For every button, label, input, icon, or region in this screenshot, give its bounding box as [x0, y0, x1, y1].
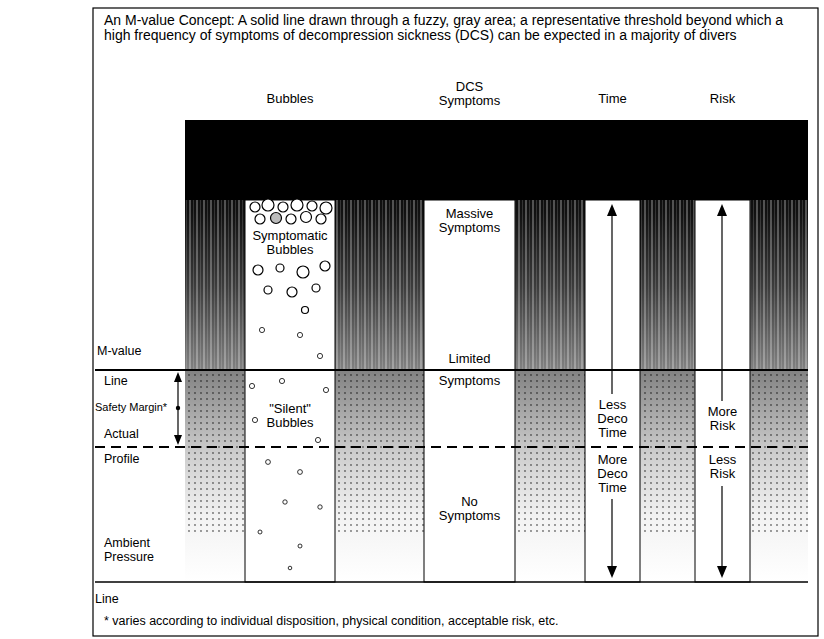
white-columns-part: [424, 200, 515, 582]
silent-bubbles-part: [318, 505, 322, 509]
symptomatic-bubbles-part: [287, 287, 297, 297]
time-arrows-part: [611, 499, 612, 568]
silent-bubbles-part: [298, 544, 302, 548]
line-label: M-value: [97, 344, 181, 358]
symptomatic-bubbles-part: [297, 266, 309, 278]
symptomatic-bubbles-part: [320, 261, 330, 271]
bubble-label: "Silent" Bubbles: [245, 402, 335, 430]
symptomatic-bubbles-part: [250, 202, 260, 212]
margin-label: Safety Margin*: [95, 401, 172, 413]
symptomatic-bubbles-part: [253, 265, 263, 275]
threshold-lines-part: [95, 581, 808, 583]
column-box: BubblesSymptomatic Bubbles "Silent" Bubbl…: [245, 80, 335, 582]
white-columns-part: [585, 200, 640, 582]
safety-margin-arrow-part: [174, 435, 182, 445]
time-arrows-part: [611, 214, 612, 394]
risk-arrows-part: [721, 214, 722, 401]
safety-margin-arrow-part: [174, 372, 182, 382]
silent-bubbles-part: [323, 387, 328, 392]
time-arrows: [607, 204, 617, 578]
safety-margin-arrow: [174, 372, 182, 445]
frame: [93, 8, 818, 636]
gray-fuzzy-area: [185, 120, 808, 582]
time-arrows-part: [607, 566, 617, 578]
symptomatic-bubbles-part: [307, 201, 317, 211]
risk-label: More Risk: [695, 405, 750, 433]
symptomatic-bubbles-part: [271, 213, 282, 224]
silent-bubbles-part: [249, 383, 254, 388]
symptom-label: Massive Symptoms: [424, 207, 515, 235]
risk-arrows-part: [721, 486, 722, 568]
gray-fuzzy-area-part: [185, 120, 808, 200]
symptom-label: No Symptoms: [429, 495, 510, 523]
threshold-lines-part: [95, 446, 808, 448]
symptomatic-bubbles-part: [286, 214, 296, 224]
white-columns-part: [245, 200, 335, 582]
silent-bubbles-part: [298, 470, 303, 475]
diagram-title: An M-value Concept: A solid line drawn t…: [104, 13, 804, 43]
bubble-label: Symptomatic Bubbles: [245, 229, 335, 257]
threshold-lines-part: [95, 369, 808, 371]
time-label: Less Deco Time: [585, 398, 640, 440]
time-arrows-part: [607, 204, 617, 216]
symptomatic-bubbles-part: [276, 264, 284, 272]
silent-bubbles: [249, 327, 328, 569]
column-box: RiskMore RiskLess Risk: [695, 80, 750, 582]
column-heading: Risk: [695, 92, 750, 106]
gray-fuzzy-area-part: [185, 120, 808, 582]
symptom-label: Limited: [424, 352, 515, 366]
silent-bubbles-part: [266, 460, 271, 465]
silent-bubbles-part: [279, 378, 284, 383]
silent-bubbles-part: [315, 437, 320, 442]
white-columns-part: [695, 200, 750, 582]
risk-arrows: [717, 204, 727, 578]
column-heading: Time: [585, 92, 640, 106]
risk-label: Less Risk: [695, 453, 750, 481]
symptomatic-bubbles-part: [264, 286, 272, 294]
frame-part: [93, 8, 818, 636]
symptomatic-bubbles-part: [316, 214, 326, 224]
silent-bubbles-part: [283, 500, 287, 504]
symptomatic-bubbles-part: [301, 212, 312, 223]
line-label: Actual: [104, 427, 174, 441]
symptomatic-bubbles-part: [312, 284, 320, 292]
silent-bubbles-part: [252, 417, 257, 422]
symptomatic-bubbles-part: [255, 214, 265, 224]
column-heading: Bubbles: [245, 92, 335, 106]
symptomatic-bubbles-part: [262, 199, 274, 211]
symptomatic-bubbles-part: [302, 307, 309, 314]
white-columns: [245, 200, 750, 582]
time-label: More Deco Time: [585, 453, 640, 495]
safety-margin-arrow-part: [176, 406, 180, 410]
silent-bubbles-part: [259, 327, 264, 332]
line-label: Profile: [104, 452, 174, 466]
column-box: DCS SymptomsMassive SymptomsLimitedSympt…: [424, 78, 515, 582]
line-label: Ambient Pressure: [104, 536, 166, 564]
risk-arrows-part: [717, 566, 727, 578]
silent-bubbles-part: [258, 530, 262, 534]
symptom-label: Symptoms: [424, 374, 515, 388]
silent-bubbles-part: [288, 566, 292, 570]
symptomatic-bubbles-part: [320, 202, 332, 214]
line-label: Line: [104, 374, 164, 388]
line-label: Line: [95, 592, 155, 606]
risk-arrows-part: [717, 204, 727, 216]
column-heading: DCS Symptoms: [434, 80, 505, 108]
symptomatic-bubbles-part: [291, 199, 303, 211]
threshold-lines: [95, 370, 808, 582]
column-box: TimeLess Deco TimeMore Deco Time: [585, 80, 640, 582]
footnote: * varies according to individual disposi…: [104, 614, 804, 628]
silent-bubbles-part: [297, 332, 302, 337]
symptomatic-bubbles-part: [278, 202, 288, 212]
silent-bubbles-part: [317, 353, 322, 358]
